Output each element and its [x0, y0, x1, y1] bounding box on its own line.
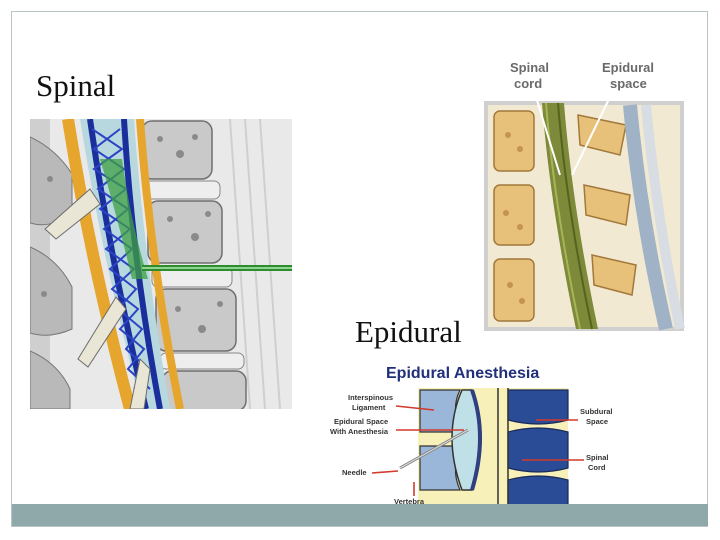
label-needle: Needle [342, 468, 367, 477]
epidural-anesthesia-diagram: Epidural Anesthesia [322, 350, 618, 510]
label-epidural-space-line2: With Anesthesia [330, 427, 389, 436]
label-interspinous-ligament-line2: Ligament [352, 403, 386, 412]
label-vertebra: Vertebra [394, 497, 425, 506]
slide-bottom-bar [12, 504, 708, 526]
label-spinal-cord-line1: Spinal [510, 60, 549, 75]
label-spinal-cord-line2: cord [514, 76, 542, 91]
spinal-cord-epidural-space-illustration: Spinal cord Epidural space [480, 45, 688, 335]
label-epidural-space-line1: Epidural [602, 60, 654, 75]
label-subdural-space-line2: Space [586, 417, 608, 426]
label-subdural-space-line1: Subdural [580, 407, 613, 416]
label-epidural-space-line2: space [610, 76, 647, 91]
label-epidural-space-line1: Epidural Space [334, 417, 388, 426]
heading-epidural: Epidural [355, 314, 462, 349]
label-spinal-cord-line2: Cord [588, 463, 606, 472]
slide-frame [11, 11, 708, 527]
spinal-needle-illustration [30, 119, 292, 409]
label-interspinous-ligament-line1: Interspinous [348, 393, 393, 402]
heading-spinal: Spinal [36, 68, 116, 103]
diagram-title: Epidural Anesthesia [386, 365, 539, 382]
label-spinal-cord-line1: Spinal [586, 453, 609, 462]
